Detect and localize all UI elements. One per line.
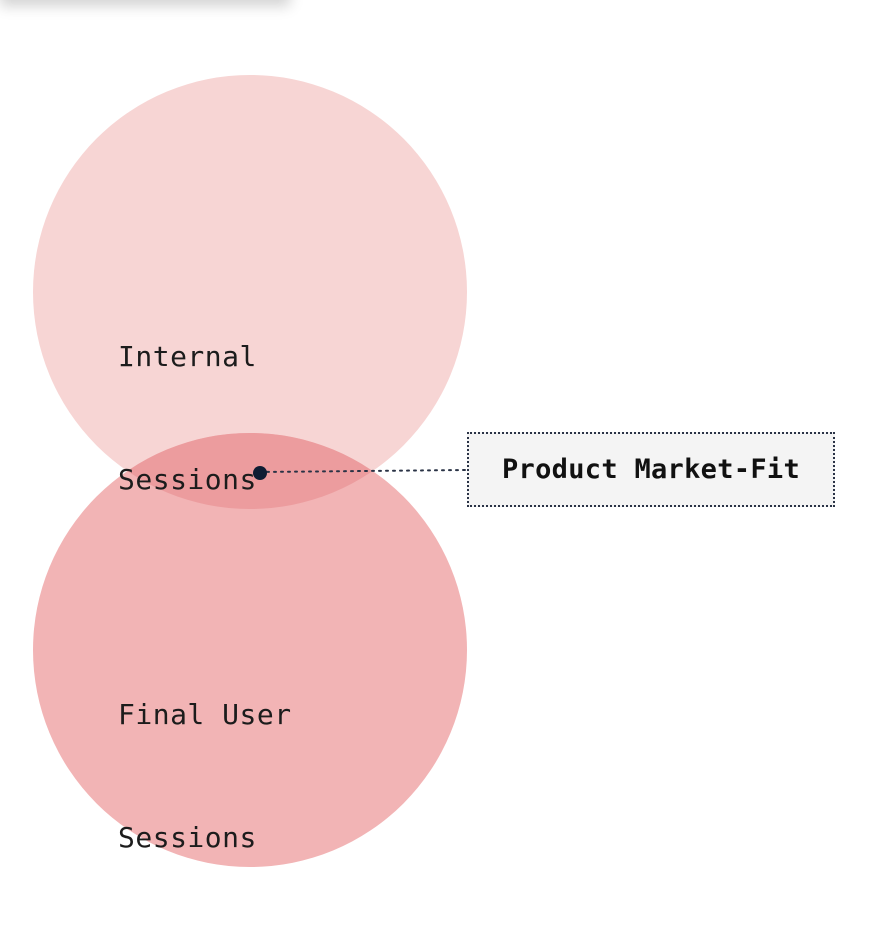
label-internal-sessions: Internal Sessions [118,254,257,541]
label-internal-sessions-line1: Internal [118,340,257,373]
label-final-user-sessions-line1: Final User [118,698,292,731]
circle-final-user-sessions [33,433,467,867]
label-final-user-sessions: Final User Sessions [118,612,292,899]
callout-box: Product Market-Fit [467,432,835,507]
label-internal-sessions-line2: Sessions [118,463,257,496]
callout-text: Product Market-Fit [502,454,800,485]
label-final-user-sessions-line2: Sessions [118,821,257,854]
circle-internal-sessions [33,75,467,509]
callout-connector-line [259,469,468,473]
callout-marker-dot [253,466,267,480]
